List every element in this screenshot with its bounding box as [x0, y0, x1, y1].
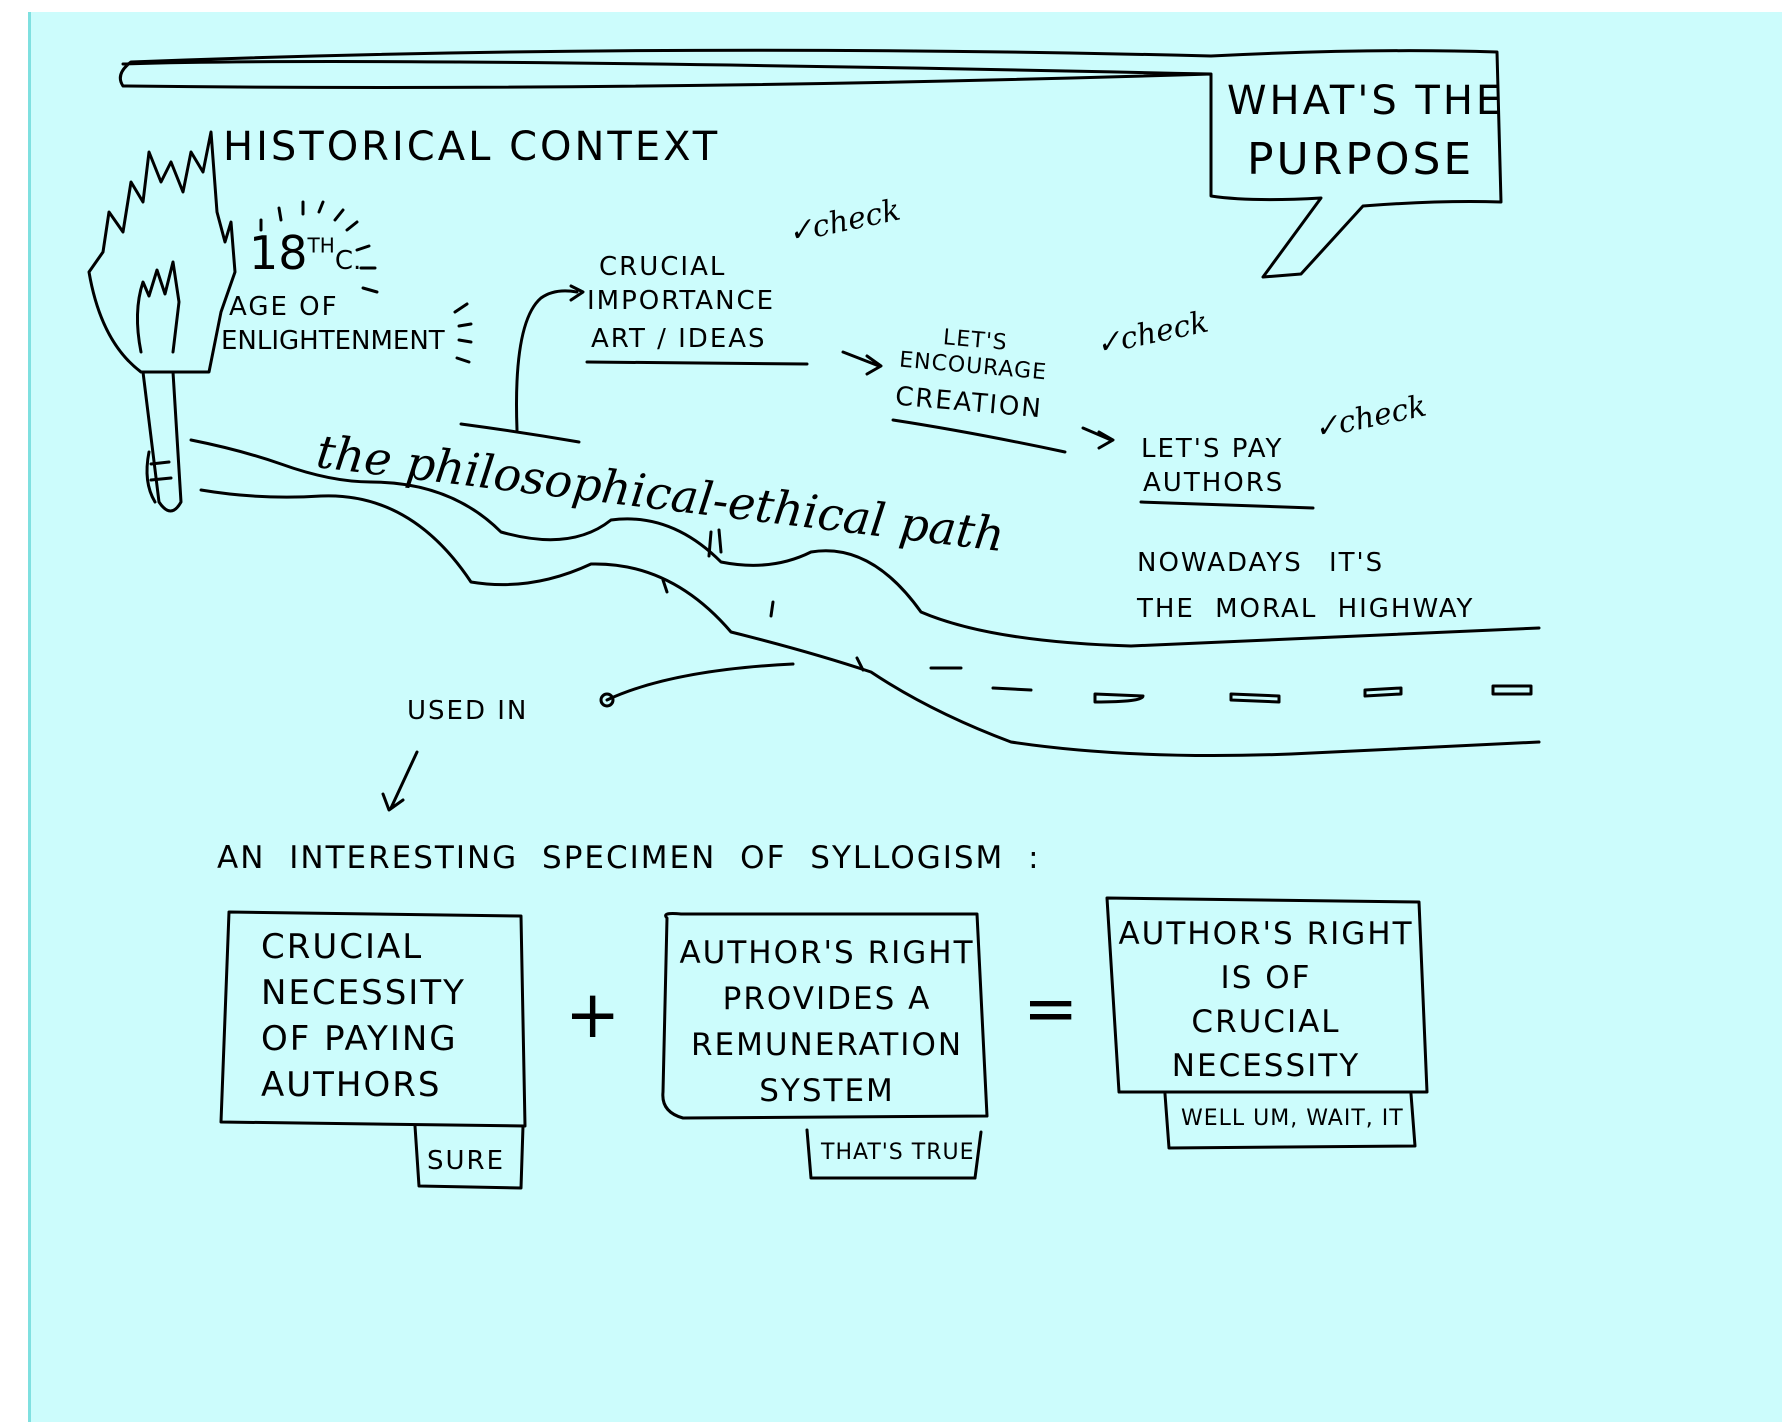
premise2-text: AUTHOR'S RIGHT PROVIDES A REMUNERATION S…	[679, 935, 975, 1109]
sketch-canvas: HISTORICAL CONTEXT WHAT'S THE PURPOSE 18…	[28, 12, 1782, 1422]
era-line1: AGE OF	[229, 292, 339, 322]
step3-line1: LET'S PAY	[1141, 434, 1284, 464]
road-icon	[189, 438, 1541, 757]
plus-sign: +	[565, 976, 621, 1053]
purpose-line1: WHAT'S THE	[1227, 78, 1505, 124]
page-title: HISTORICAL CONTEXT	[223, 124, 721, 170]
banner-outline	[118, 48, 1503, 279]
premise1-text: CRUCIAL NECESSITY OF PAYING AUTHORS	[261, 927, 466, 1105]
premise1-tag: SURE	[427, 1146, 506, 1176]
step1-line2: IMPORTANCE	[587, 286, 776, 316]
purpose-line2: PURPOSE	[1247, 134, 1475, 185]
used-in-label: USED IN	[407, 696, 529, 726]
conclusion-tag: WELL UM, WAIT, IT	[1181, 1106, 1404, 1131]
step1-line1: CRUCIAL	[599, 252, 727, 282]
premise2-tag: THAT'S TRUE	[821, 1140, 975, 1165]
equals-sign: =	[1023, 970, 1079, 1047]
century-number: 18thc.	[249, 226, 362, 280]
highway-line1: NOWADAYS IT'S	[1137, 548, 1385, 578]
era-line2: ENLIGHTENMENT	[221, 326, 445, 356]
step1-line3: ART / IDEAS	[591, 324, 767, 354]
conclusion-text: AUTHOR'S RIGHT IS OF CRUCIAL NECESSITY	[1118, 916, 1414, 1084]
torch-icon	[87, 130, 237, 513]
step3-line2: AUTHORS	[1143, 468, 1285, 498]
sketch-lines	[87, 48, 1541, 1190]
syllogism-title: AN INTERESTING SPECIMEN OF SYLLOGISM :	[217, 840, 1041, 876]
arrow-icon	[459, 284, 585, 444]
sun-rays-icon	[259, 200, 473, 364]
highway-line2: THE MORAL HIGHWAY	[1137, 594, 1475, 624]
